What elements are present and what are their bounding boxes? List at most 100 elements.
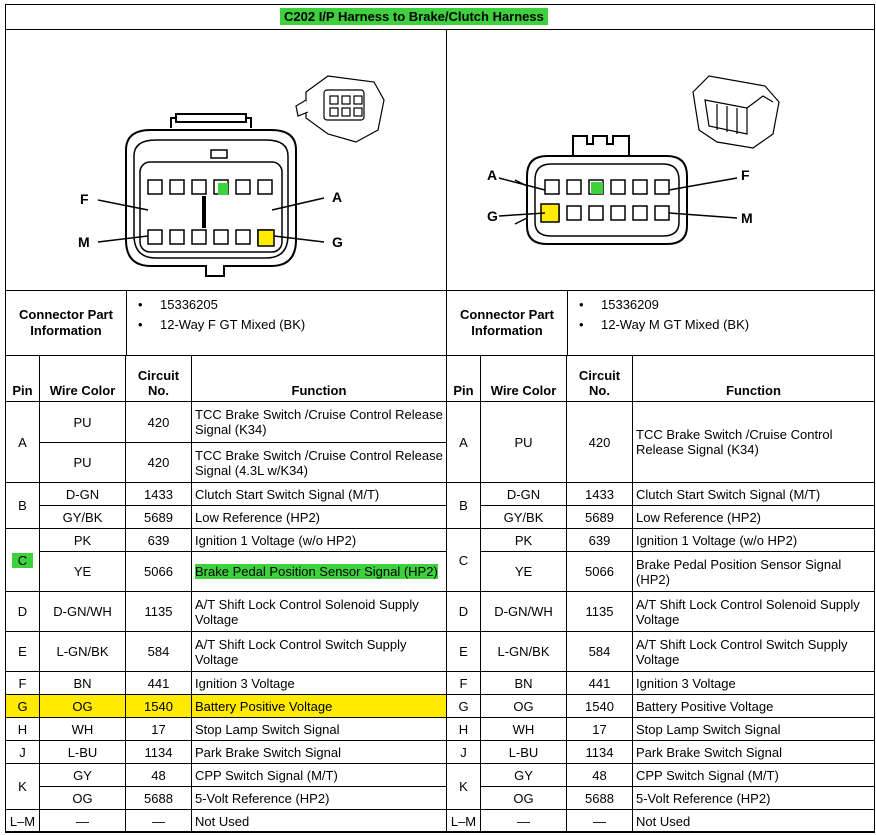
circuit-cell: 639 bbox=[566, 528, 633, 552]
circuit-cell: 420 bbox=[566, 401, 633, 483]
col-header-function: Function bbox=[632, 355, 875, 402]
function-cell: TCC Brake Switch /Cruise Control Release… bbox=[191, 442, 447, 483]
circuit-cell: 1433 bbox=[566, 482, 633, 506]
wire-color-cell: WH bbox=[480, 717, 567, 741]
left-part-info: Connector Part Information 15336205 12-W… bbox=[6, 291, 447, 356]
wire-color-cell: WH bbox=[39, 717, 126, 741]
table-row: C PK 639 Ignition 1 Voltage (w/o HP2) bbox=[5, 528, 447, 592]
pin-leaders bbox=[498, 177, 738, 219]
wire-color-cell: — bbox=[39, 809, 126, 833]
pin-cell: C bbox=[446, 528, 481, 592]
function-cell: Ignition 1 Voltage (w/o HP2) bbox=[632, 528, 875, 552]
table-row-highlighted: G OG 1540 Battery Positive Voltage bbox=[5, 694, 447, 718]
pin-cell: B bbox=[5, 482, 40, 529]
table-row: H WH 17 Stop Lamp Switch Signal bbox=[446, 717, 875, 741]
table-row: K GY 48 CPP Switch Signal (M/T) bbox=[5, 763, 447, 810]
pin-cavities bbox=[540, 179, 670, 223]
function-cell: Low Reference (HP2) bbox=[191, 505, 447, 529]
circuit-cell: 5066 bbox=[566, 551, 633, 592]
right-pinout-table: Pin Wire Color Circuit No. Function A PU… bbox=[446, 355, 875, 833]
function-cell: Brake Pedal Position Sensor Signal (HP2) bbox=[632, 551, 875, 592]
male-connector-drawing: A F G M bbox=[487, 75, 780, 245]
pin-cell: J bbox=[5, 740, 40, 764]
function-cell: Low Reference (HP2) bbox=[632, 505, 875, 529]
function-cell: Ignition 3 Voltage bbox=[191, 671, 447, 695]
function-cell: Clutch Start Switch Signal (M/T) bbox=[191, 482, 447, 506]
table-row: F BN 441 Ignition 3 Voltage bbox=[446, 671, 875, 695]
wire-color-cell: PK bbox=[39, 528, 126, 552]
circuit-cell: 420 bbox=[125, 442, 192, 483]
table-row: F BN 441 Ignition 3 Voltage bbox=[5, 671, 447, 695]
pin-cell: F bbox=[5, 671, 40, 695]
circuit-cell: 1134 bbox=[566, 740, 633, 764]
table-row: L–M — — Not Used bbox=[5, 809, 447, 833]
circuit-cell: 5688 bbox=[566, 786, 633, 810]
pin-cell: J bbox=[446, 740, 481, 764]
table-row: G OG 1540 Battery Positive Voltage bbox=[446, 694, 875, 718]
table-row: J L-BU 1134 Park Brake Switch Signal bbox=[5, 740, 447, 764]
table-row: E L-GN/BK 584 A/T Shift Lock Control Swi… bbox=[5, 631, 447, 672]
wire-color-cell: L-BU bbox=[480, 740, 567, 764]
wire-color-cell: OG bbox=[39, 694, 126, 718]
wire-color-cell: D-GN bbox=[480, 482, 567, 506]
pin-label-m: M bbox=[78, 234, 90, 250]
function-cell: Stop Lamp Switch Signal bbox=[191, 717, 447, 741]
table-row: A PU 420 TCC Brake Switch /Cruise Contro… bbox=[5, 401, 447, 483]
function-cell: TCC Brake Switch /Cruise Control Release… bbox=[632, 401, 875, 483]
circuit-cell: 1540 bbox=[125, 694, 192, 718]
circuit-cell: 5689 bbox=[566, 505, 633, 529]
function-cell: A/T Shift Lock Control Switch Supply Vol… bbox=[191, 631, 447, 672]
male-connector-diagram: A F G M bbox=[447, 30, 874, 291]
wire-color-cell: D-GN/WH bbox=[39, 591, 126, 632]
table-header-row: Pin Wire Color Circuit No. Function bbox=[5, 355, 447, 402]
pin-label-f: F bbox=[80, 191, 89, 207]
function-cell: Ignition 3 Voltage bbox=[632, 671, 875, 695]
connector-sheet: C202 I/P Harness to Brake/Clutch Harness bbox=[5, 4, 875, 833]
part-info-list: 15336209 12-Way M GT Mixed (BK) bbox=[579, 295, 749, 335]
table-row: YE 5066 Brake Pedal Position Sensor Sign… bbox=[447, 551, 875, 592]
wire-color-cell: YE bbox=[480, 551, 567, 592]
female-connector-drawing: F A M G bbox=[78, 75, 385, 277]
wire-color-cell: PU bbox=[39, 442, 126, 483]
wire-color-cell: D-GN bbox=[39, 482, 126, 506]
col-header-circuit: Circuit No. bbox=[566, 355, 633, 402]
table-row: D D-GN/WH 1135 A/T Shift Lock Control So… bbox=[446, 591, 875, 632]
pin-label-m: M bbox=[741, 210, 753, 226]
pin-label-a: A bbox=[487, 167, 497, 183]
pin-cell: L–M bbox=[446, 809, 481, 833]
part-info-label: Connector Part Information bbox=[6, 291, 127, 355]
wire-color-cell: YE bbox=[39, 551, 126, 592]
pin-cell: G bbox=[446, 694, 481, 718]
table-row: OG 5688 5-Volt Reference (HP2) bbox=[447, 786, 875, 810]
col-header-circuit: Circuit No. bbox=[125, 355, 192, 402]
function-cell: Stop Lamp Switch Signal bbox=[632, 717, 875, 741]
pin-cell: H bbox=[5, 717, 40, 741]
part-info-list: 15336205 12-Way F GT Mixed (BK) bbox=[138, 295, 305, 335]
pin-cell: B bbox=[446, 482, 481, 529]
pin-cell: D bbox=[5, 591, 40, 632]
col-header-wire-color: Wire Color bbox=[39, 355, 126, 402]
wire-color-cell: GY bbox=[39, 763, 126, 787]
circuit-cell: 441 bbox=[125, 671, 192, 695]
pin-cell: G bbox=[5, 694, 40, 718]
circuit-cell: 420 bbox=[125, 401, 192, 443]
pin-cell: F bbox=[446, 671, 481, 695]
female-connector-diagram: F A M G bbox=[6, 30, 447, 291]
function-cell: CPP Switch Signal (M/T) bbox=[191, 763, 447, 787]
function-cell: Battery Positive Voltage bbox=[632, 694, 875, 718]
circuit-cell: 1540 bbox=[566, 694, 633, 718]
table-row: H WH 17 Stop Lamp Switch Signal bbox=[5, 717, 447, 741]
function-cell: A/T Shift Lock Control Solenoid Supply V… bbox=[191, 591, 447, 632]
part-info-label: Connector Part Information bbox=[447, 291, 568, 355]
wire-color-cell: GY bbox=[480, 763, 567, 787]
circuit-cell: 5066 bbox=[125, 551, 192, 592]
connector-face bbox=[125, 113, 297, 277]
function-cell: Not Used bbox=[632, 809, 875, 833]
col-header-function: Function bbox=[191, 355, 447, 402]
pin-label-g: G bbox=[487, 208, 498, 224]
wire-color-cell: L-GN/BK bbox=[480, 631, 567, 672]
part-description: 12-Way F GT Mixed (BK) bbox=[138, 315, 305, 335]
circuit-cell: 584 bbox=[125, 631, 192, 672]
circuit-cell: 584 bbox=[566, 631, 633, 672]
function-cell: 5-Volt Reference (HP2) bbox=[632, 786, 875, 810]
